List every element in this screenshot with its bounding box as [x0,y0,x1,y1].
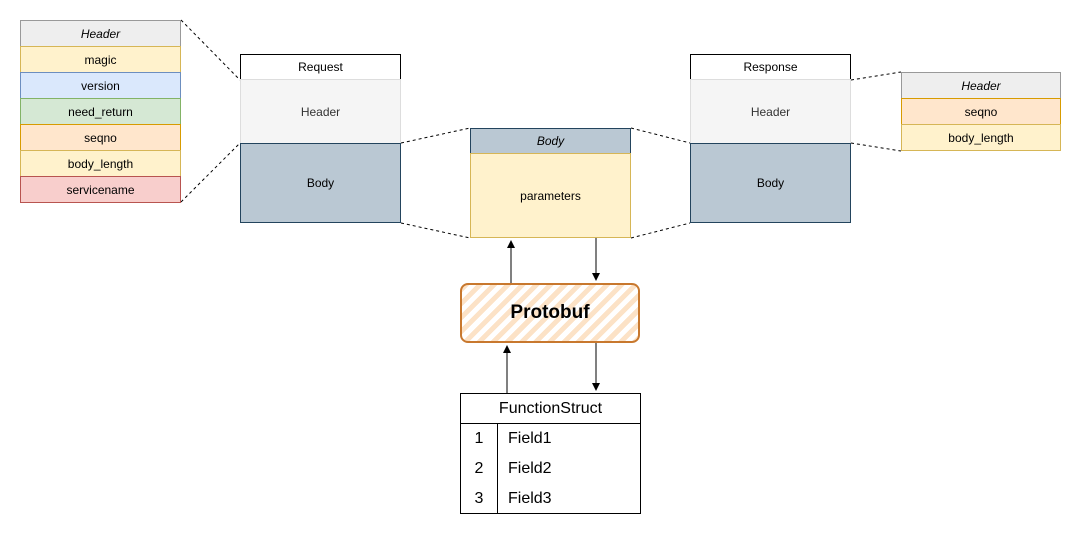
function-struct-row-number: 3 [474,490,484,507]
function-struct-body: 1 Field1 2 Field2 3 Field3 [460,423,641,514]
zoom-line [180,142,241,203]
zoom-line [180,19,241,81]
left-header-field: body_length [20,150,181,177]
right-header-field: seqno [901,98,1061,125]
zoom-line [630,127,691,144]
right-header-title: Header [901,72,1061,99]
body-box-content: parameters [470,153,631,238]
request-header: Header [240,79,401,144]
response-header: Header [690,79,851,144]
protobuf-label: Protobuf [510,302,590,323]
function-struct-row-number: 2 [474,460,484,477]
left-header-field: servicename [20,176,181,203]
request-title: Request [240,54,401,80]
left-header-title: Header [20,20,181,47]
zoom-line [400,127,471,144]
zoom-line [850,71,902,81]
body-box-title: Body [470,128,631,154]
function-struct-title: FunctionStruct [460,393,641,424]
zoom-line [630,222,691,239]
response-title: Response [690,54,851,80]
zoom-line [850,142,902,152]
function-struct-divider [497,424,498,514]
right-header-field: body_length [901,124,1061,151]
left-header-field: need_return [20,98,181,125]
request-body: Body [240,143,401,223]
function-struct-row-number: 1 [474,430,484,447]
function-struct-row-field: Field1 [508,430,552,447]
left-header-field: magic [20,46,181,73]
left-header-field: seqno [20,124,181,151]
function-struct-row-field: Field3 [508,490,552,507]
response-body: Body [690,143,851,223]
zoom-line [400,222,471,239]
function-struct-row-field: Field2 [508,460,552,477]
protobuf-node: Protobuf [460,283,640,343]
left-header-field: version [20,72,181,99]
